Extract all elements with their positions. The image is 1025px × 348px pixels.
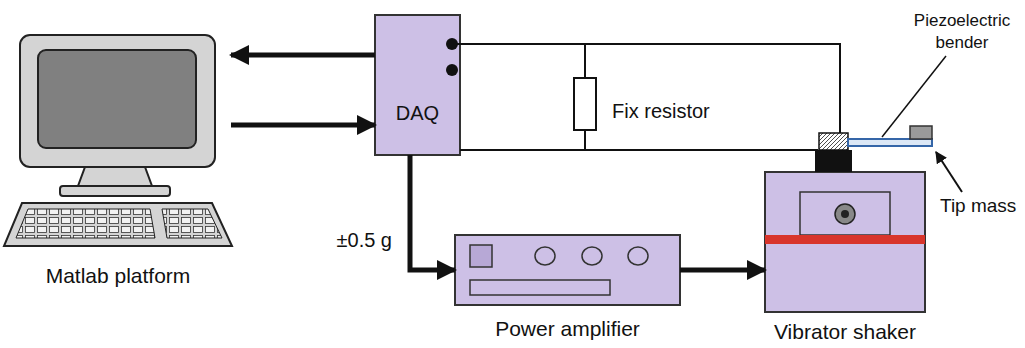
bender-label: Piezoelectric bender [903,10,1021,54]
daq-box: DAQ [375,15,460,155]
tip-mass-label: Tip mass [940,194,1016,219]
resistor-symbol [574,78,596,130]
piezo-bender [819,126,932,150]
wire [460,149,818,151]
node-label: DAQ [396,102,439,125]
amplifier-illustration [455,235,680,305]
wire [452,44,840,133]
resistor-label: Fix resistor [612,98,710,124]
computer-node: Matlab platform [5,30,231,250]
node-label: Vibrator shaker [774,320,916,344]
arrow-connector [410,155,455,270]
edge-label: ±0.5 g [300,229,392,252]
terminal-dot [446,38,458,50]
shaker-node: Vibrator shaker [765,172,925,312]
daq-box [375,15,460,155]
amplifier-node: Power amplifier [455,235,680,305]
terminal-dot [446,64,458,76]
node-label: Power amplifier [495,317,640,341]
computer-icon [4,35,232,246]
arrow-connector [680,268,765,273]
leader-arrow [936,152,962,192]
node-label: Matlab platform [46,264,191,288]
leader-line [882,56,946,137]
shaker-illustration [765,150,925,312]
arrow-connector [231,53,375,58]
arrow-connector [231,123,375,128]
